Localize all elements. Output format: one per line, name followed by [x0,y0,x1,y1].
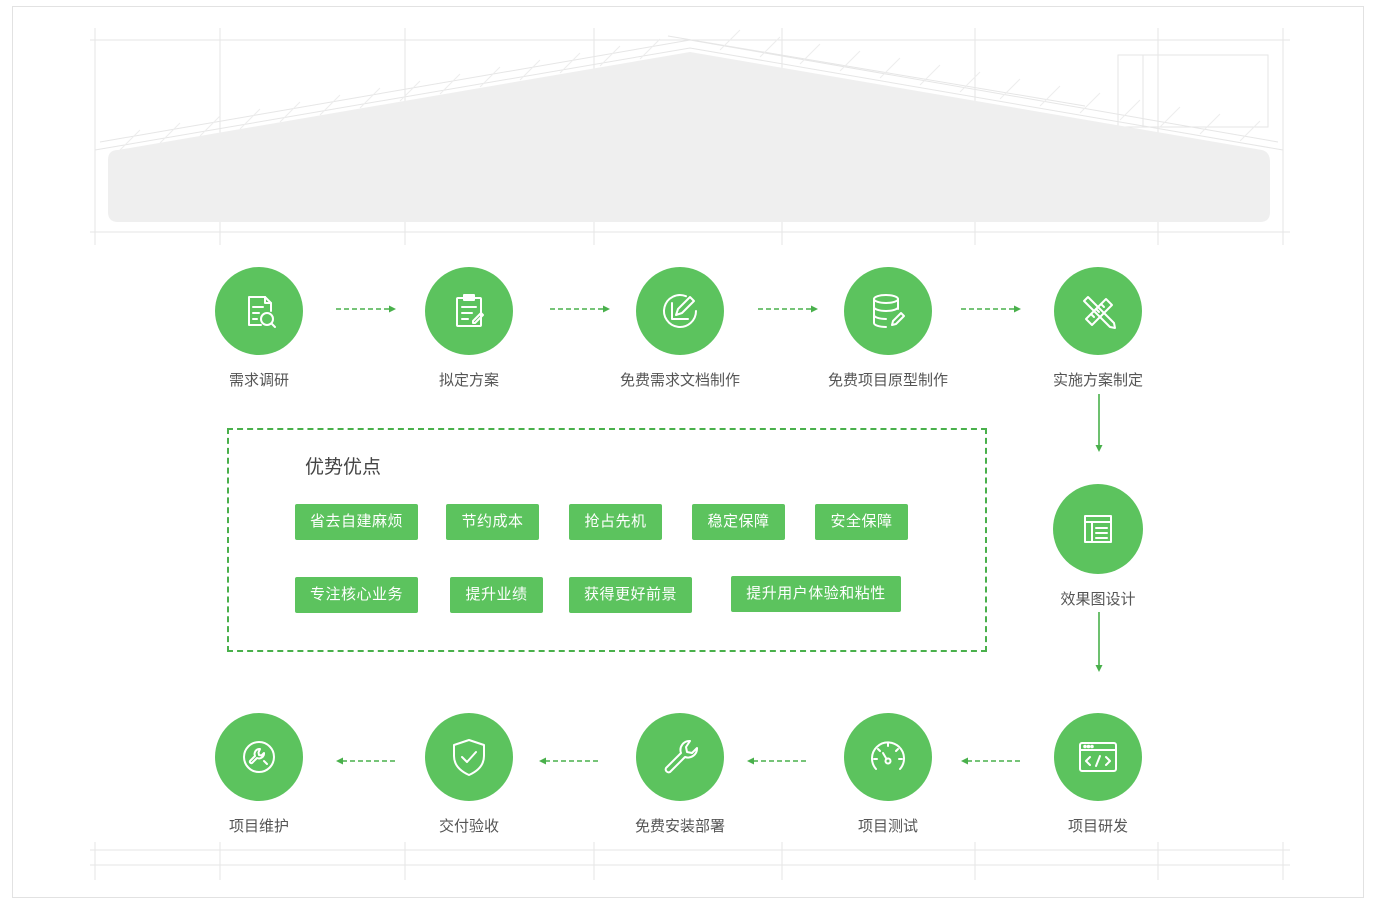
step-label: 免费需求文档制作 [619,372,740,389]
step-label: 项目测试 [857,818,918,835]
step-label: 效果图设计 [1060,591,1136,608]
step-circle [1054,713,1142,801]
step-label: 项目研发 [1067,818,1128,835]
database-edit-icon [873,294,905,328]
pencil-ruler-icon [1083,296,1116,329]
step-draft-plan: 拟定方案 [379,267,559,390]
step-design-mockup: 效果图设计 [1008,484,1188,609]
arrow-left [539,757,599,765]
arrow-down [1095,394,1103,452]
step-free-prototype: 免费项目原型制作 [798,267,978,390]
advantage-tag: 提升业绩 [450,577,543,613]
arrow-left [747,757,807,765]
arrow-right [758,305,818,313]
code-window-icon [1079,742,1117,772]
advantage-tag: 安全保障 [815,504,908,540]
step-label: 免费项目原型制作 [827,372,948,389]
step-circle [425,267,513,355]
document-search-icon [248,296,276,328]
step-circle [1054,267,1142,355]
advantage-tag: 抢占先机 [569,504,662,540]
layout-icon [1084,515,1112,543]
step-label: 免费安装部署 [634,818,725,835]
advantage-tag: 省去自建麻烦 [295,504,418,540]
arrow-right [961,305,1021,313]
step-circle [636,713,724,801]
advantages-box: 优势优点 省去自建麻烦 节约成本 抢占先机 稳定保障 安全保障 专注核心业务 提… [227,428,987,652]
edit-circle-icon [663,294,697,329]
gauge-icon [871,741,905,770]
step-circle [215,267,303,355]
step-label: 拟定方案 [438,372,499,389]
step-label: 项目维护 [228,818,289,835]
step-circle [1053,484,1143,574]
advantage-tag: 获得更好前景 [569,577,692,613]
arrow-right [336,305,396,313]
step-label: 需求调研 [228,372,289,389]
step-label: 交付验收 [438,818,499,835]
step-free-deployment: 免费安装部署 [590,713,770,836]
step-label: 实施方案制定 [1052,372,1143,389]
step-testing: 项目测试 [798,713,978,836]
step-implementation-plan: 实施方案制定 [1008,267,1188,390]
step-free-requirement-doc: 免费需求文档制作 [590,267,770,390]
step-acceptance: 交付验收 [379,713,559,836]
step-development: 项目研发 [1008,713,1188,836]
advantages-title: 优势优点 [305,457,382,478]
step-maintenance: 项目维护 [169,713,349,836]
maintenance-icon [243,741,275,773]
arrow-down [1095,612,1103,672]
step-circle [844,267,932,355]
advantage-tag: 提升用户体验和粘性 [731,576,901,612]
step-circle [215,713,303,801]
arrow-left [336,757,396,765]
arrow-left [961,757,1021,765]
advantage-tag: 专注核心业务 [295,577,418,613]
arrow-right [550,305,610,313]
advantage-tag: 节约成本 [446,504,539,540]
advantage-tag: 稳定保障 [692,504,785,540]
step-circle [844,713,932,801]
step-circle [636,267,724,355]
shield-check-icon [453,739,485,776]
step-circle [425,713,513,801]
step-requirement-research: 需求调研 [169,267,349,390]
wrench-icon [664,740,698,774]
clipboard-edit-icon [456,294,484,327]
